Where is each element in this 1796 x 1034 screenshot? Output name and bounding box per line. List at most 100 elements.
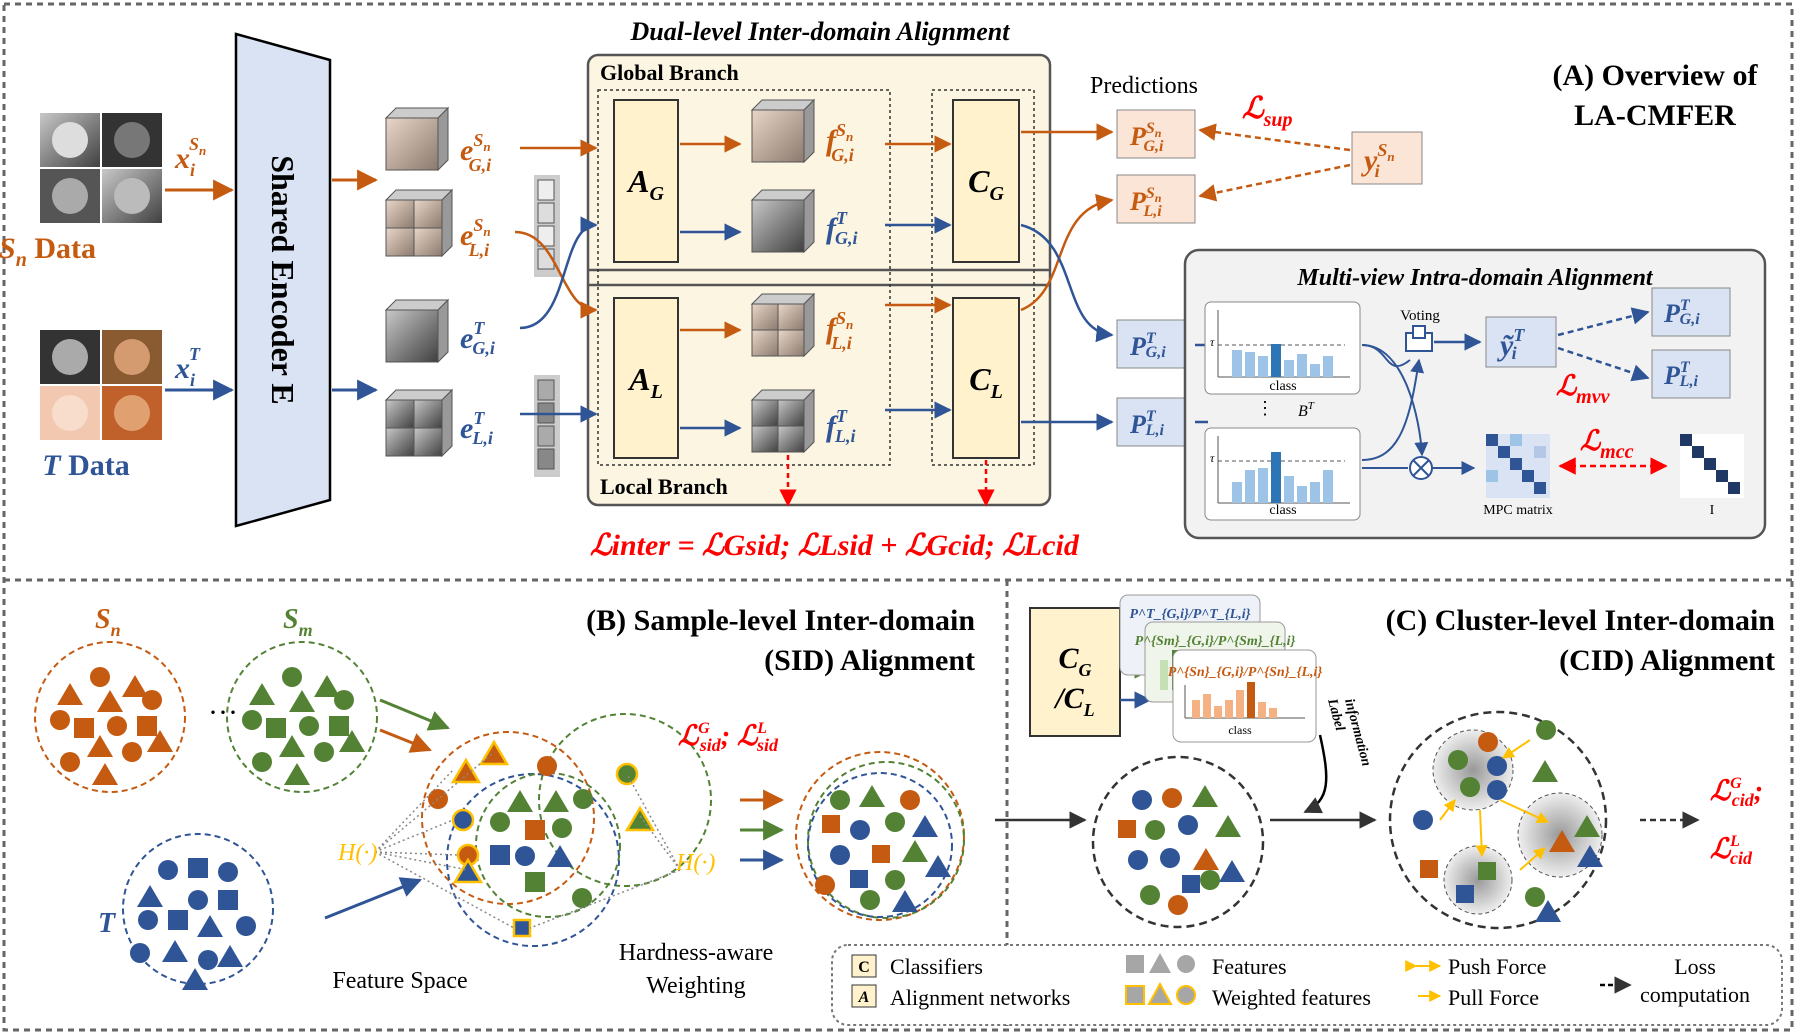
svg-text:P^{Sn}_{G,i}/P^{Sn}_{L,i}: P^{Sn}_{G,i}/P^{Sn}_{L,i} [1168,665,1323,680]
label-info-2: information [1341,697,1373,768]
classifier-box-c [1029,607,1121,737]
mpc-matrix [1486,434,1550,498]
legend-loss-1: Loss [1674,954,1716,979]
classifier-c-line2: /CL [1053,682,1094,720]
clustered-result [1388,710,1608,930]
sn-cluster [34,641,186,793]
ground-truth-box [1351,131,1423,185]
feature-cube-eg-t [384,298,450,364]
feature-space-clusters [421,713,712,947]
svg-text:⋮: ⋮ [1256,398,1274,418]
svg-text:C: C [858,959,870,976]
alignment-dotted-region [597,89,891,466]
legend: C Classifiers A Alignment networks Featu… [831,944,1783,1026]
feature-cube-eg-s [384,106,450,172]
t-cluster-label: T [98,908,117,939]
panel-a-title-1: (A) Overview of [1553,59,1759,92]
local-branch-label: Local Branch [600,474,728,499]
voting-icon [1405,325,1433,352]
classifier-dotted-region [931,89,1035,466]
panel-c-title-2: (CID) Alignment [1559,644,1775,677]
multi-view-title: Multi-view Intra-domain Alignment [1296,265,1654,291]
predictions-label: Predictions [1090,73,1198,99]
alignment-network-ag [613,99,679,263]
cg-label: CG [968,163,1004,205]
identity-matrix [1680,434,1744,498]
x-source-label: xiSn [174,134,206,180]
legend-classifiers: Classifiers [890,954,983,979]
classifier-c-line1: CG [1058,642,1091,680]
feature-cube-el-t [384,388,454,458]
panel-b-title-2: (SID) Alignment [764,644,975,677]
svg-text:A: A [858,989,870,1006]
panel-a-title-2: LA-CMFER [1574,99,1736,132]
h-fn-left: H(·) [337,840,377,866]
bt-label: BT [1298,400,1315,420]
feature-space-label: Feature Space [332,968,467,994]
sm-cluster [226,641,378,793]
panel-a: (A) Overview of LA-CMFER Sn Data T Data … [0,17,1767,562]
al-label: AL [627,361,663,403]
panel-c: (C) Cluster-level Inter-domain (CID) Ali… [1029,594,1776,930]
legend-classifier-key [851,954,877,978]
sm-cluster-label: Sm [283,604,313,640]
x-target-label: xiT [174,344,201,390]
dual-level-title: Dual-level Inter-domain Alignment [630,17,1011,46]
svg-text:class: class [1228,723,1252,737]
loss-inter: ℒinter = ℒGsid; ℒLsid + ℒGcid; ℒLcid [590,529,1080,562]
pseudo-label-box [1485,316,1557,368]
svg-text:τ: τ [1210,335,1215,349]
shared-encoder-label: Shared Encoder E [265,155,301,405]
svg-text:class: class [1269,503,1296,518]
patch-stack-source [534,175,560,277]
loss-mvv: ℒmvv [1556,371,1611,408]
t-cluster [122,833,274,990]
feature-cube-el-s [384,188,454,258]
panel-b-title-1: (B) Sample-level Inter-domain [586,604,975,637]
identity-label: I [1710,503,1715,518]
target-face-images [40,330,162,440]
prediction-card-sn: P^{Sn}_{G,i}/P^{Sn}_{L,i} class [1168,649,1323,743]
mixed-cluster [1091,755,1265,929]
svg-text:P^T_{G,i}/P^T_{L,i}: P^T_{G,i}/P^T_{L,i} [1130,607,1251,622]
source-face-images [40,113,162,223]
loss-sup: ℒsup [1242,92,1293,131]
svg-text:P^{Sm}_{G,i}/P^{Sm}_{L,i}: P^{Sm}_{G,i}/P^{Sm}_{L,i} [1135,634,1296,649]
alignment-network-al [613,297,679,459]
voting-label: Voting [1400,308,1440,324]
panel-b: (B) Sample-level Inter-domain (SID) Alig… [34,604,1087,999]
legend-alignment-networks: Alignment networks [890,985,1070,1010]
histogram-top: τ class [1204,301,1361,395]
sn-data-label: Sn Data [0,232,96,271]
svg-text:τ: τ [1210,451,1215,465]
patch-stack-target [534,375,560,477]
sn-cluster-label: Sn [95,604,121,640]
mpc-matrix-label: MPC matrix [1483,503,1553,518]
hardness-label-1: Hardness-aware [619,940,774,966]
legend-push-force: Push Force [1448,954,1546,979]
panel-c-title-1: (C) Cluster-level Inter-domain [1386,604,1776,637]
legend-loss-2: computation [1640,982,1750,1007]
histogram-bottom: τ class [1204,427,1361,521]
loss-mcc: ℒmcc [1580,426,1634,463]
classifier-cl [952,297,1020,459]
